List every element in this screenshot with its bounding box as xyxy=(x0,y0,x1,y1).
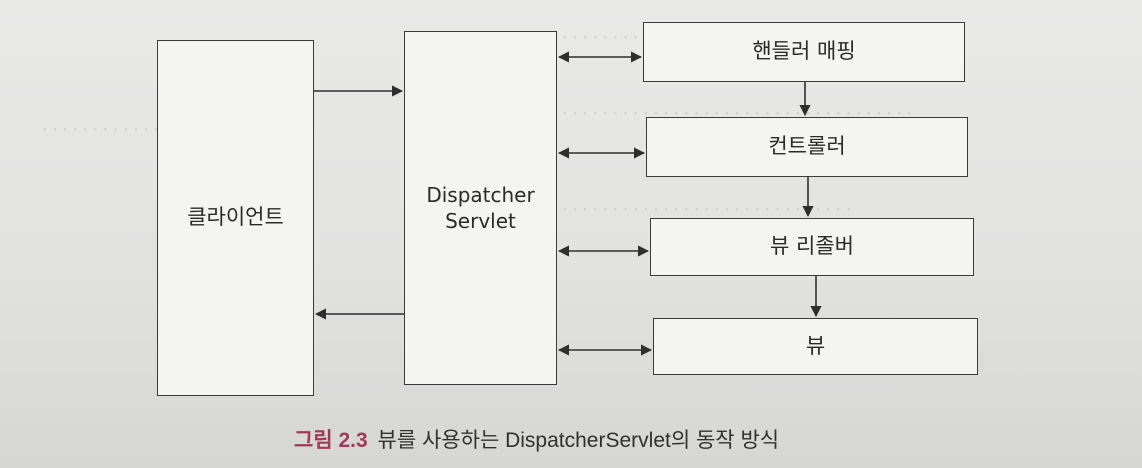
bleed-texture: ············ xyxy=(40,120,162,139)
handler-mapping-label: 핸들러 매핑 xyxy=(752,39,856,64)
view-resolver-box: 뷰 리졸버 xyxy=(650,218,974,276)
client-box: 클라이언트 xyxy=(157,40,314,396)
view-resolver-label: 뷰 리졸버 xyxy=(770,234,854,259)
figure-caption-text: 뷰를 사용하는 DispatcherServlet의 동작 방식 xyxy=(377,429,780,452)
figure-caption: 그림 2.3 뷰를 사용하는 DispatcherServlet의 동작 방식 xyxy=(294,424,779,454)
handler-mapping-box: 핸들러 매핑 xyxy=(643,22,965,82)
figure-number: 그림 2.3 xyxy=(294,429,368,452)
controller-label: 컨트롤러 xyxy=(768,134,846,159)
dispatcher-servlet-box: Dispatcher Servlet xyxy=(404,31,557,385)
dispatcher-servlet-label: Dispatcher Servlet xyxy=(426,183,535,233)
view-label: 뷰 xyxy=(805,333,826,358)
controller-box: 컨트롤러 xyxy=(646,117,968,177)
view-box: 뷰 xyxy=(653,318,978,375)
client-label: 클라이언트 xyxy=(187,205,284,230)
bleed-texture: ····························· xyxy=(560,200,854,219)
